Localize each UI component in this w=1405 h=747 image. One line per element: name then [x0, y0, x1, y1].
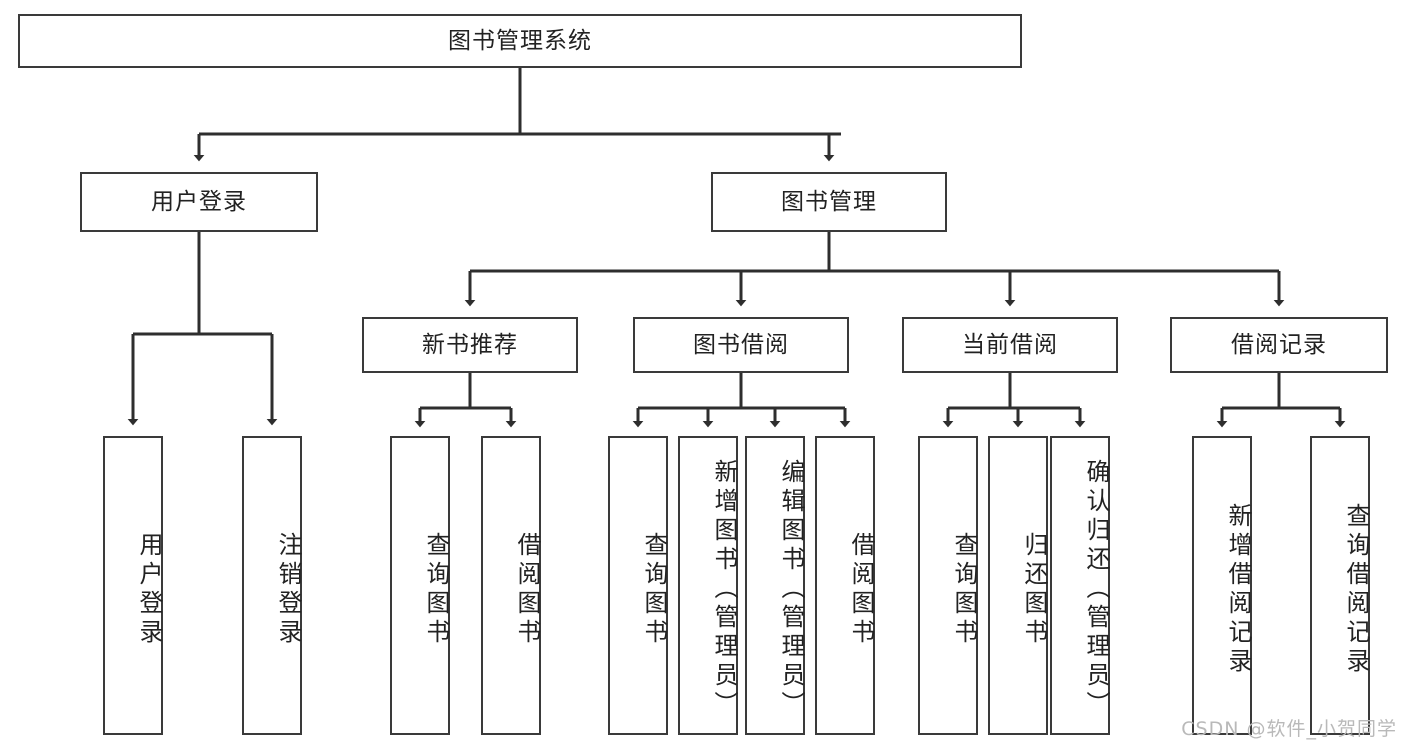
- tree-connectors: [127, 68, 1346, 428]
- node-new-book-recommend[interactable]: 新书推荐: [362, 317, 578, 373]
- node-leaf-user-login-label: 用户登录: [135, 531, 163, 648]
- node-new-book-recommend-label: 新书推荐: [422, 331, 518, 358]
- node-leaf-confirm-return-label: 确认归还（管理员）: [1082, 459, 1110, 720]
- node-leaf-query-record[interactable]: 查询借阅记录: [1310, 436, 1370, 735]
- node-leaf-add-record-label: 新增借阅记录: [1224, 502, 1252, 677]
- node-root-system-label: 图书管理系统: [448, 27, 592, 54]
- node-leaf-query-book-3[interactable]: 查询图书: [918, 436, 978, 735]
- node-leaf-query-book-3-label: 查询图书: [950, 531, 978, 648]
- node-leaf-add-book-label: 新增图书（管理员）: [710, 459, 738, 720]
- node-leaf-add-record[interactable]: 新增借阅记录: [1192, 436, 1252, 735]
- node-leaf-borrow-book-2[interactable]: 借阅图书: [815, 436, 875, 735]
- node-book-manage[interactable]: 图书管理: [711, 172, 947, 232]
- node-user-login[interactable]: 用户登录: [80, 172, 318, 232]
- node-leaf-borrow-book-1-label: 借阅图书: [513, 531, 541, 648]
- node-current-borrow[interactable]: 当前借阅: [902, 317, 1118, 373]
- node-leaf-edit-book[interactable]: 编辑图书（管理员）: [745, 436, 805, 735]
- node-leaf-query-book-2[interactable]: 查询图书: [608, 436, 668, 735]
- node-root-system[interactable]: 图书管理系统: [18, 14, 1022, 68]
- node-current-borrow-label: 当前借阅: [962, 331, 1058, 358]
- node-borrow-record-label: 借阅记录: [1231, 331, 1327, 358]
- node-book-borrow-label: 图书借阅: [693, 331, 789, 358]
- node-borrow-record[interactable]: 借阅记录: [1170, 317, 1388, 373]
- node-leaf-return-book-label: 归还图书: [1020, 531, 1048, 648]
- node-leaf-confirm-return[interactable]: 确认归还（管理员）: [1050, 436, 1110, 735]
- node-leaf-return-book[interactable]: 归还图书: [988, 436, 1048, 735]
- node-leaf-user-login[interactable]: 用户登录: [103, 436, 163, 735]
- node-leaf-query-book-1[interactable]: 查询图书: [390, 436, 450, 735]
- node-book-manage-label: 图书管理: [781, 188, 877, 215]
- node-leaf-logout[interactable]: 注销登录: [242, 436, 302, 735]
- node-leaf-query-book-1-label: 查询图书: [422, 531, 450, 648]
- node-leaf-logout-label: 注销登录: [274, 531, 302, 648]
- node-leaf-query-record-label: 查询借阅记录: [1342, 502, 1370, 677]
- node-leaf-borrow-book-1[interactable]: 借阅图书: [481, 436, 541, 735]
- node-book-borrow[interactable]: 图书借阅: [633, 317, 849, 373]
- node-leaf-edit-book-label: 编辑图书（管理员）: [777, 459, 805, 720]
- node-user-login-label: 用户登录: [151, 188, 247, 215]
- node-leaf-borrow-book-2-label: 借阅图书: [847, 531, 875, 648]
- node-leaf-query-book-2-label: 查询图书: [640, 531, 668, 648]
- node-leaf-add-book[interactable]: 新增图书（管理员）: [678, 436, 738, 735]
